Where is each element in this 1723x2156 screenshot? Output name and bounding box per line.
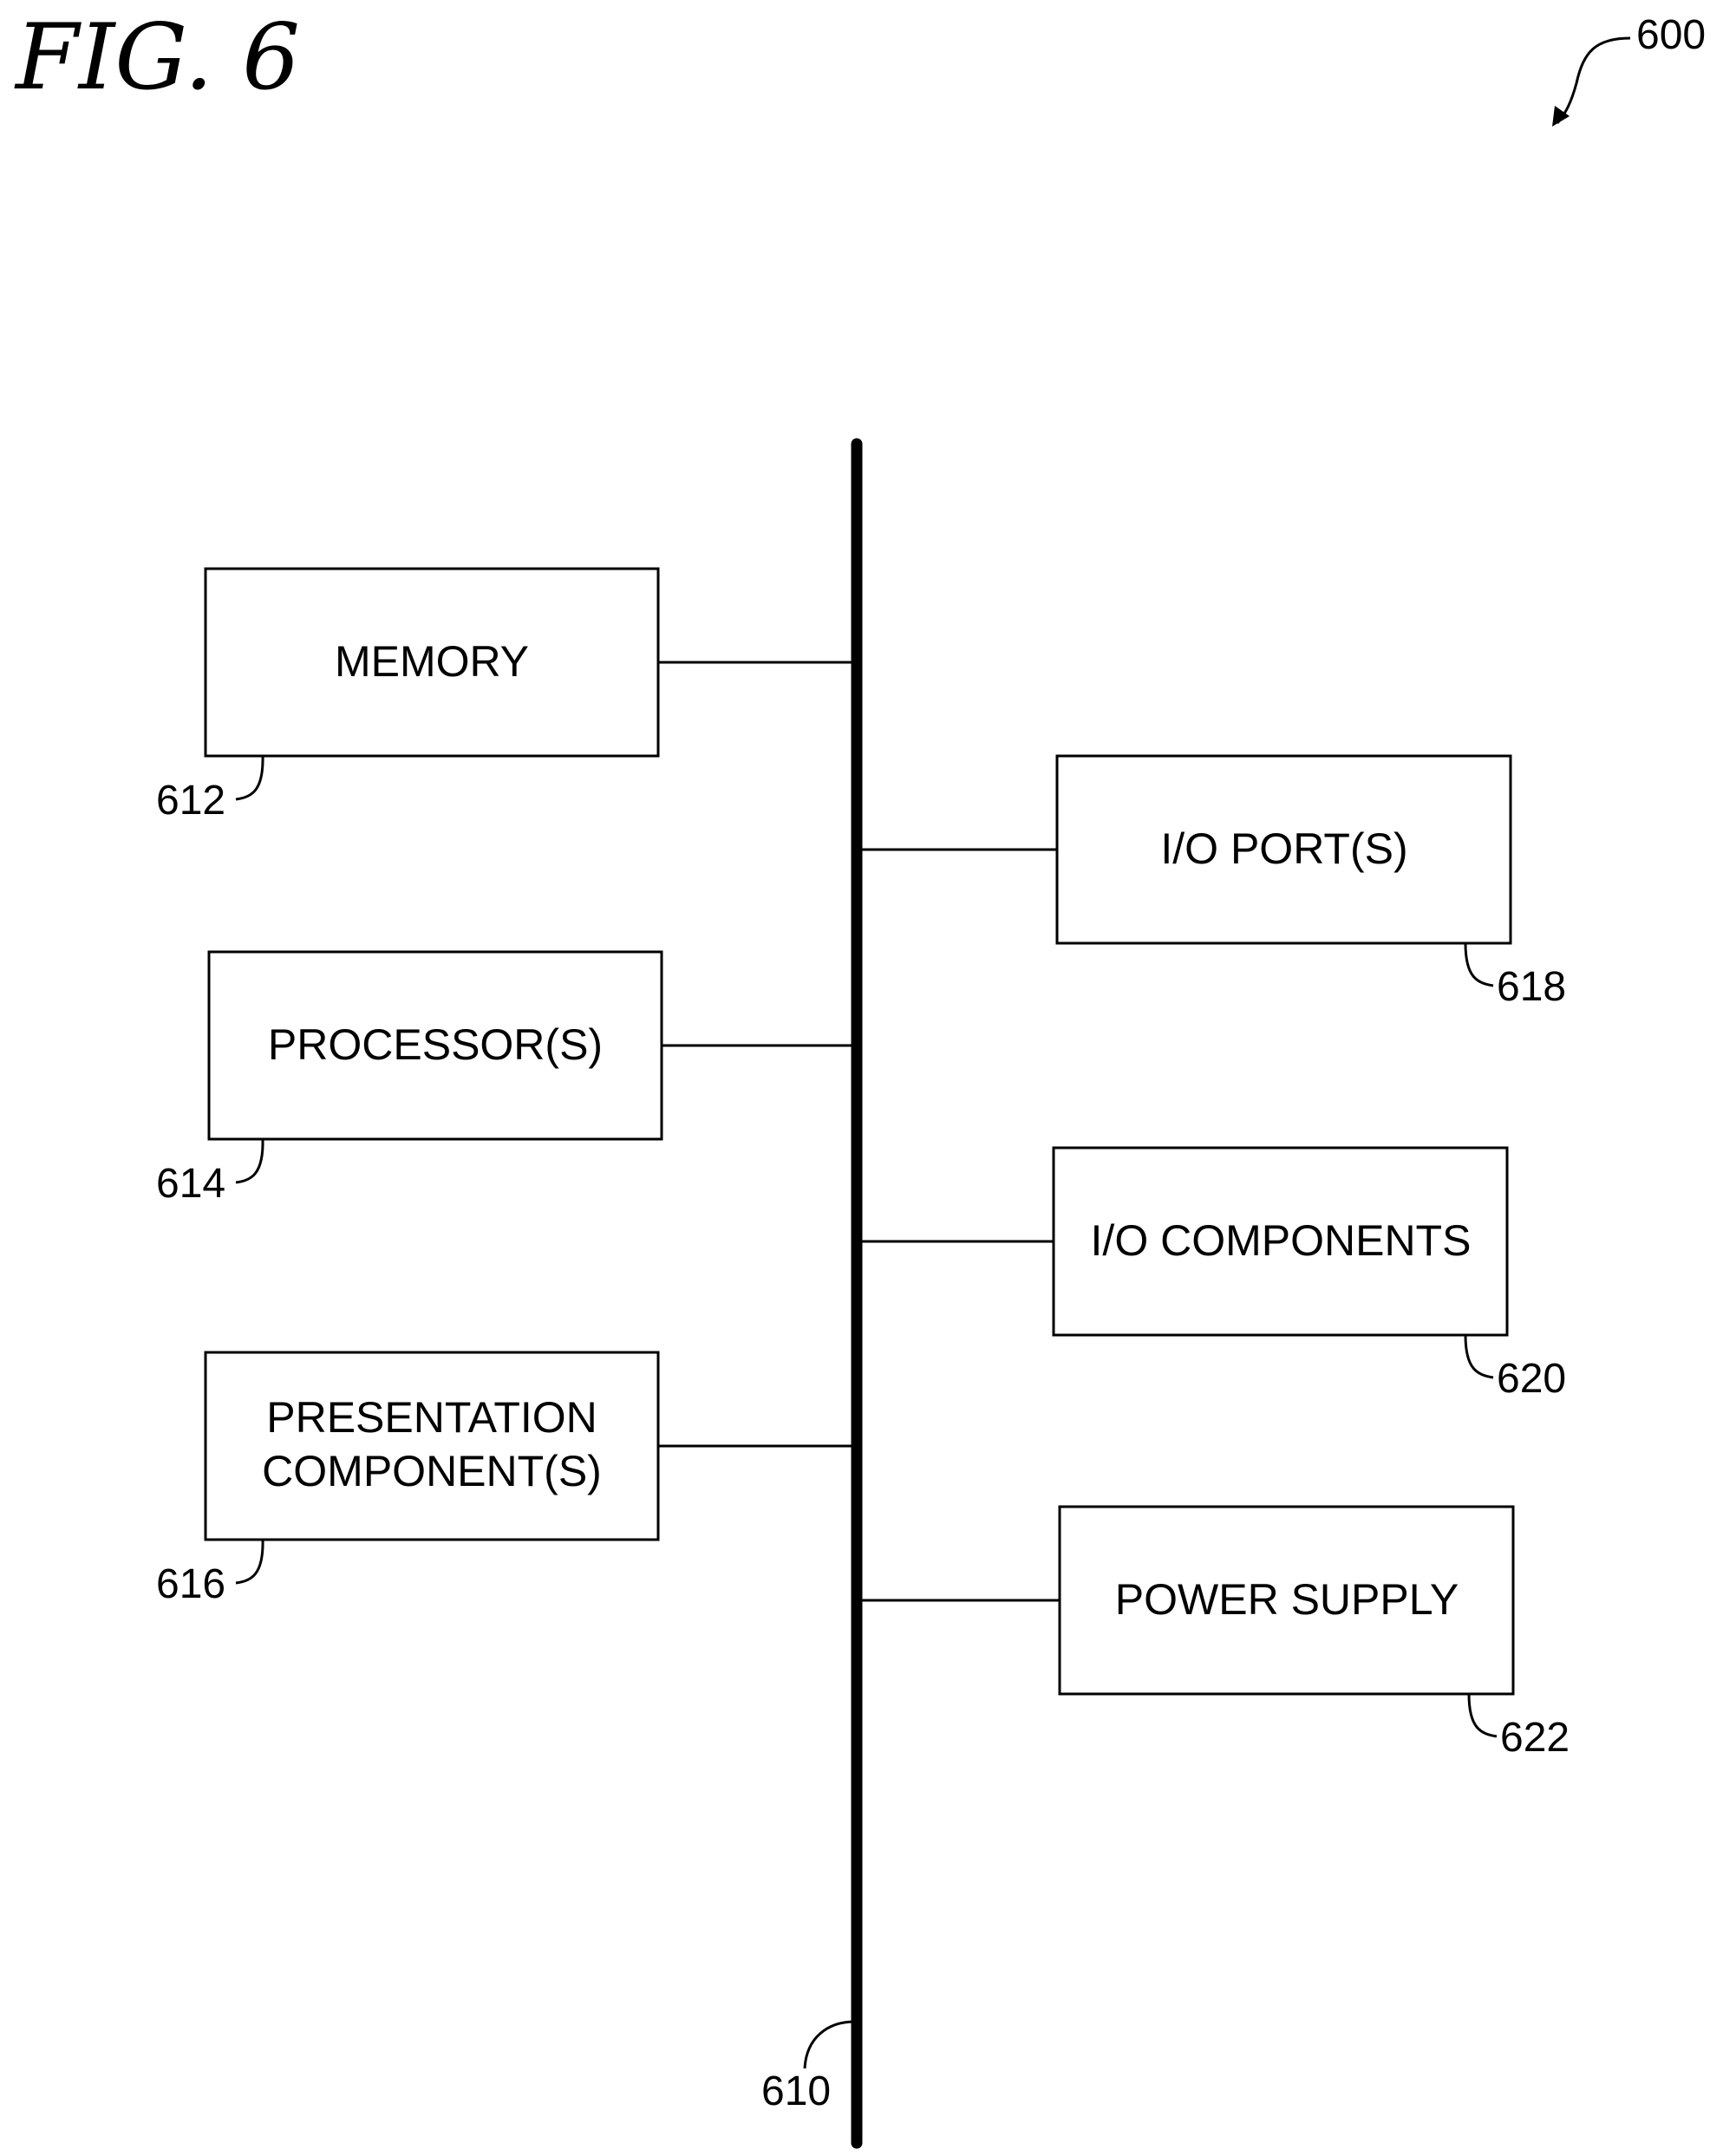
figure-ref-arrow (1557, 38, 1630, 123)
io-ports-ref-label: 618 (1497, 964, 1566, 1010)
processor-ref-label: 614 (156, 1161, 225, 1207)
presentation-label-line1: PRESENTATION (266, 1393, 597, 1442)
processor-label: PROCESSOR(S) (268, 1020, 603, 1069)
presentation-ref-label: 616 (156, 1561, 225, 1607)
io-ports-ref-leader (1465, 943, 1493, 986)
memory-ref-leader (236, 756, 263, 799)
io-components-label: I/O COMPONENTS (1091, 1216, 1472, 1265)
processor-ref-leader (236, 1139, 263, 1182)
presentation-ref-leader (236, 1540, 263, 1583)
power-supply-ref-leader (1469, 1694, 1497, 1736)
io-ports-label: I/O PORT(S) (1160, 824, 1407, 873)
figure-title: FIG. 6 (14, 4, 300, 110)
bus-ref-label: 610 (761, 2068, 831, 2114)
power-supply-ref-label: 622 (1500, 1715, 1570, 1761)
figure-ref-label: 600 (1636, 12, 1706, 58)
memory-ref-label: 612 (156, 778, 225, 824)
io-components-ref-label: 620 (1497, 1356, 1566, 1402)
bus-ref-leader (805, 2022, 855, 2068)
power-supply-label: POWER SUPPLY (1115, 1575, 1459, 1624)
presentation-label-line2: COMPONENT(S) (262, 1447, 602, 1495)
memory-label: MEMORY (335, 637, 529, 686)
presentation-box (206, 1352, 658, 1540)
io-components-ref-leader (1465, 1335, 1493, 1378)
